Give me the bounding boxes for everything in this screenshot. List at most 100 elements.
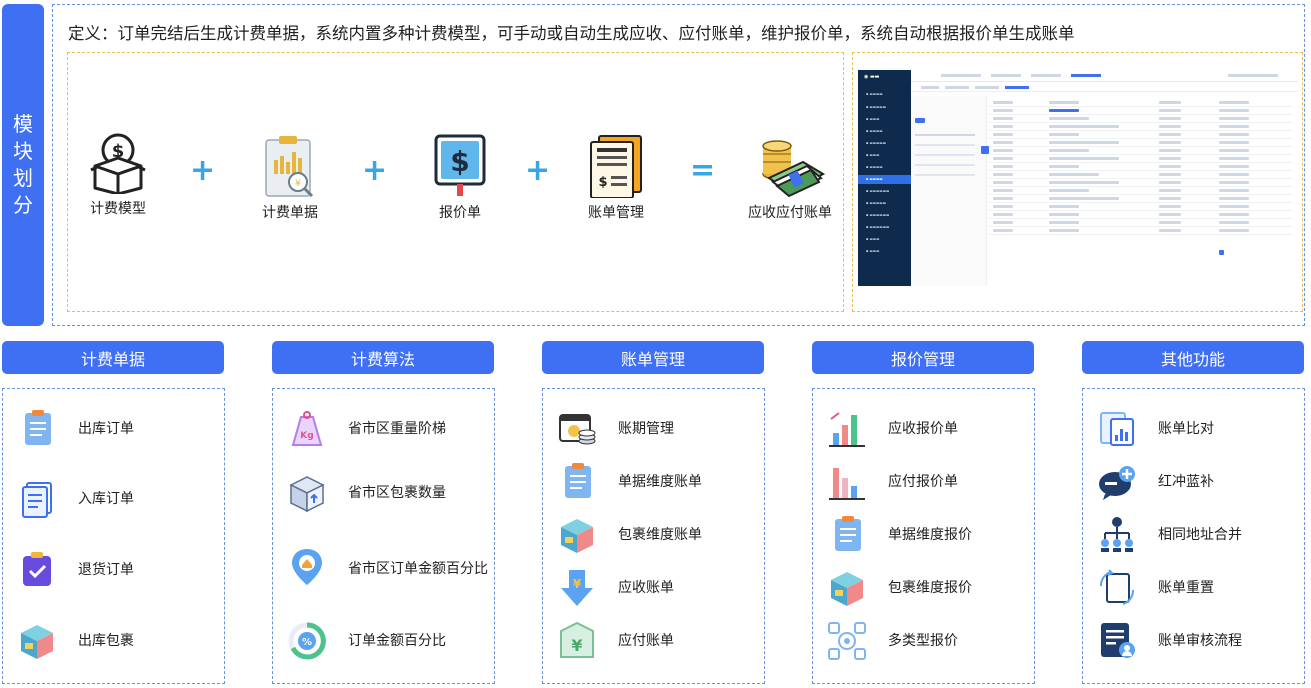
list-item: % 订单金额百分比 bbox=[273, 621, 494, 661]
item-label: 账单重置 bbox=[1158, 579, 1214, 596]
screenshot-menu-item: ▪ ▬▬▬ bbox=[866, 249, 880, 253]
screenshot-menu-item: ▪ ▬▬▬▬ bbox=[866, 129, 883, 133]
audit-document-icon bbox=[1101, 623, 1135, 658]
item-label: 入库订单 bbox=[78, 490, 134, 507]
list-item: 相同地址合并 bbox=[1083, 515, 1304, 555]
item-label: 多类型报价 bbox=[888, 632, 958, 649]
screenshot-menu-item: ▪ ▬▬▬▬▬ bbox=[866, 201, 887, 205]
invoice-folder-icon: $ bbox=[590, 135, 642, 198]
svg-text:¥: ¥ bbox=[573, 577, 582, 591]
module-division-tab: 模 块 划 分 bbox=[2, 4, 44, 326]
document-list-icon bbox=[835, 516, 861, 551]
column-header-other-functions: 其他功能 bbox=[1082, 341, 1304, 374]
dollar-sign-icon: $ bbox=[434, 134, 486, 196]
calendar-coins-icon bbox=[559, 414, 596, 445]
list-item: Kg 省市区重量阶梯 bbox=[273, 409, 494, 449]
screenshot-tabs bbox=[911, 82, 1298, 92]
screenshot-topbar bbox=[911, 70, 1298, 82]
item-label: 账期管理 bbox=[618, 420, 674, 437]
item-label: 包裹维度报价 bbox=[888, 579, 972, 596]
list-item: 账单审核流程 bbox=[1083, 621, 1304, 661]
flow-item-quotation: $ 报价单 bbox=[422, 134, 498, 222]
screenshot-menu-item-active: ▪ ▬▬▬▬ bbox=[858, 175, 911, 184]
chat-plus-icon bbox=[1099, 466, 1135, 500]
list-item: 入库订单 bbox=[3, 479, 224, 519]
list-item: 多类型报价 bbox=[813, 621, 1034, 661]
flow-item-receivable-payable: 应收应付账单 bbox=[742, 134, 838, 222]
plus-operator: + bbox=[525, 153, 551, 188]
system-screenshot-panel bbox=[852, 52, 1303, 312]
clipboard-list-icon bbox=[25, 410, 51, 445]
bar-chart-down-icon bbox=[829, 468, 865, 500]
flow-label: 报价单 bbox=[439, 205, 481, 221]
list-item: ¥ 应收账单 bbox=[543, 568, 764, 608]
list-item: 包裹维度账单 bbox=[543, 515, 764, 555]
percent-ring-icon: % bbox=[288, 622, 326, 660]
column-bill-management: 账期管理 单据维度账单 包裹维度账单 ¥ 应收账单 ¥ 应付账单 bbox=[542, 388, 765, 684]
screenshot-table bbox=[989, 100, 1298, 255]
list-item: 账期管理 bbox=[543, 409, 764, 449]
item-label: 红冲蓝补 bbox=[1158, 473, 1214, 490]
svg-text:Kg: Kg bbox=[300, 431, 313, 441]
list-item: 单据维度报价 bbox=[813, 515, 1034, 555]
column-billing-algorithm: Kg 省市区重量阶梯 省市区包裹数量 省市区订单金额百分比 % 订单金额百分比 bbox=[272, 388, 495, 684]
merge-tree-icon bbox=[1101, 517, 1133, 552]
side-tab-char: 块 bbox=[13, 139, 33, 163]
screenshot-menu-item: ▪ ▬▬▬▬ bbox=[866, 92, 883, 96]
item-label: 省市区包裹数量 bbox=[348, 484, 446, 501]
flow-label: 应收应付账单 bbox=[748, 205, 832, 221]
plus-operator: + bbox=[190, 153, 216, 188]
cube-package-icon bbox=[561, 519, 593, 553]
compare-chart-icon bbox=[1100, 412, 1134, 446]
list-item: 省市区订单金额百分比 bbox=[273, 544, 494, 594]
column-header-quote-management: 报价管理 bbox=[812, 341, 1034, 374]
package-box-icon bbox=[21, 625, 53, 659]
flow-label: 计费单据 bbox=[262, 205, 318, 221]
screenshot-menu-item: ▪ ▬▬▬▬ bbox=[866, 165, 883, 169]
flow-label: 账单管理 bbox=[588, 205, 644, 221]
screenshot-menu-item: ▪ ▬▬▬▬▬▬ bbox=[866, 225, 890, 229]
coins-cash-icon bbox=[762, 140, 825, 198]
flow-item-billing-model: $ 计费模型 bbox=[80, 132, 156, 218]
item-label: 省市区订单金额百分比 bbox=[348, 560, 488, 577]
document-list-icon bbox=[565, 463, 591, 498]
equals-operator: = bbox=[690, 153, 716, 188]
clipboard-report-icon: ¥ bbox=[265, 136, 314, 198]
column-quote-management: 应收报价单 应付报价单 单据维度报价 包裹维度报价 bbox=[812, 388, 1035, 684]
column-header-billing-documents: 计费单据 bbox=[2, 341, 224, 374]
multi-type-icon bbox=[828, 622, 866, 660]
column-billing-documents: 出库订单 入库订单 退货订单 出库包裹 bbox=[2, 388, 225, 684]
item-label: 账单比对 bbox=[1158, 420, 1214, 437]
screenshot-sidebar: ◉ ▬▬ ▪ ▬▬▬▬ ▪ ▬▬▬▬▬ ▪ ▬▬▬ ▪ ▬▬▬▬ ▪ ▬▬▬▬▬… bbox=[858, 70, 911, 286]
formula-panel bbox=[67, 52, 844, 312]
reset-document-icon bbox=[1100, 569, 1134, 605]
list-item: 应收报价单 bbox=[813, 409, 1034, 449]
item-label: 应付账单 bbox=[618, 632, 674, 649]
column-header-bill-management: 账单管理 bbox=[542, 341, 764, 374]
flow-item-billing-document: ¥ 计费单据 bbox=[252, 134, 328, 222]
list-item: 出库包裹 bbox=[3, 621, 224, 661]
svg-text:$: $ bbox=[598, 175, 607, 190]
item-label: 出库包裹 bbox=[78, 632, 134, 649]
svg-text:%: % bbox=[302, 637, 312, 648]
item-label: 单据维度账单 bbox=[618, 473, 702, 490]
yen-arrow-down-icon: ¥ bbox=[561, 570, 593, 606]
screenshot-menu-item: ▪ ▬▬▬ bbox=[866, 153, 880, 157]
list-item: 单据维度账单 bbox=[543, 462, 764, 502]
weight-kg-icon: Kg bbox=[291, 411, 323, 446]
cube-package-icon bbox=[831, 572, 863, 606]
list-item: 出库订单 bbox=[3, 409, 224, 449]
overview-panel bbox=[52, 4, 1305, 326]
screenshot-menu-item: ▪ ▬▬▬▬▬ bbox=[866, 105, 887, 109]
system-screenshot: ◉ ▬▬ ▪ ▬▬▬▬ ▪ ▬▬▬▬▬ ▪ ▬▬▬ ▪ ▬▬▬▬ ▪ ▬▬▬▬▬… bbox=[858, 70, 1298, 286]
document-stack-icon bbox=[22, 482, 52, 518]
flow-item-bill-management: $ 账单管理 bbox=[578, 134, 654, 222]
svg-text:$: $ bbox=[112, 141, 125, 162]
screenshot-menu-item: ▪ ▬▬▬▬▬ bbox=[866, 141, 887, 145]
definition-text: 定义：订单完结后生成计费单据，系统内置多种计费模型，可手动或自动生成应收、应付账… bbox=[68, 24, 1075, 43]
svg-text:¥: ¥ bbox=[571, 636, 582, 655]
yen-box-icon: ¥ bbox=[560, 621, 594, 658]
item-label: 订单金额百分比 bbox=[348, 632, 446, 649]
location-pin-icon bbox=[292, 549, 322, 585]
item-label: 账单审核流程 bbox=[1158, 632, 1242, 649]
